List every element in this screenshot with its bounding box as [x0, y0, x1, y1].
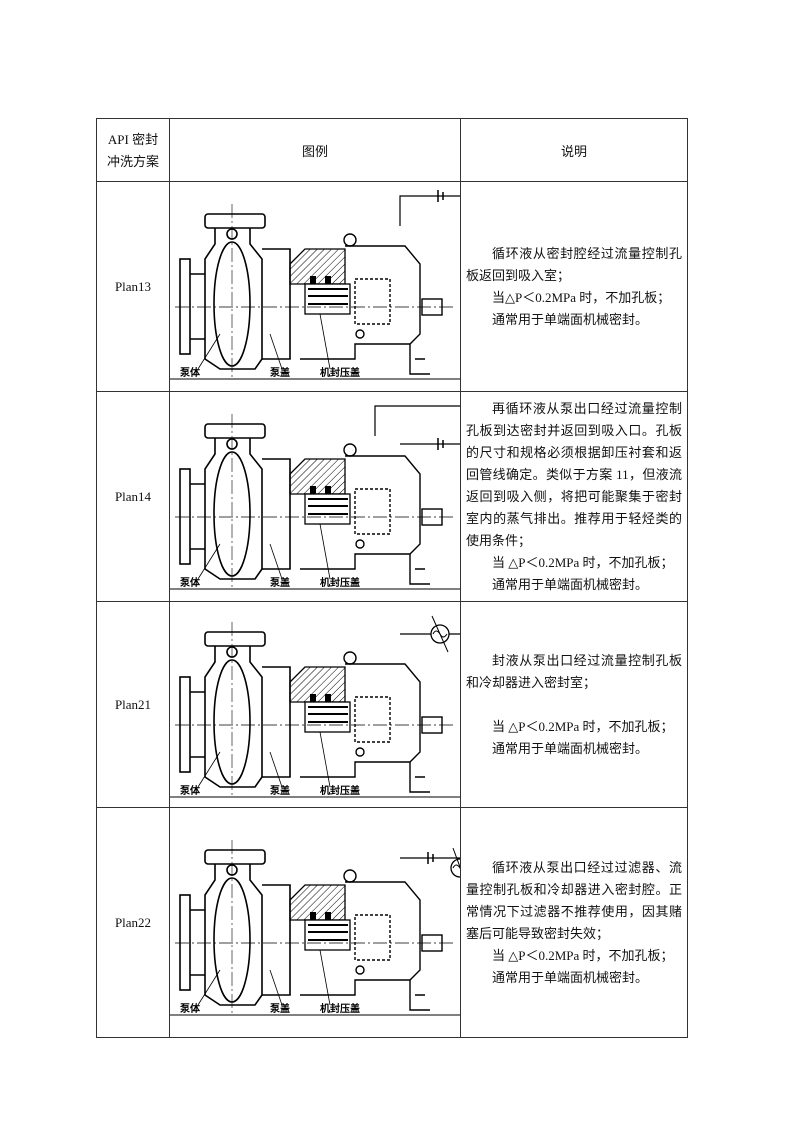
header-description: 说明 [460, 118, 688, 182]
description-line: 再循环液从泵出口经过流量控制孔板到达密封并返回到吸入口。孔板的尺寸和规格必须根据… [466, 400, 682, 548]
header-diagram: 图例 [169, 118, 461, 182]
description-line: 当 △P＜0.2MPa 时，不加孔板； [492, 718, 674, 734]
seal-chamber [289, 458, 351, 525]
orifice-icon [427, 852, 434, 864]
seal-chamber [289, 884, 351, 951]
cooler-icon [430, 615, 450, 653]
pump-diagram-cell: 泵体 泵盖 机封压盖 [169, 391, 461, 602]
pump-seal-diagram: 泵体 泵盖 机封压盖 [170, 840, 460, 1016]
pump-seal-diagram: 泵体 泵盖 机封压盖 [170, 615, 460, 798]
table-row: Plan21 泵体 泵盖 机封压盖 封液从泵出口经过流量控制孔板和冷却器进入密封室；… [96, 601, 688, 808]
label-pump-cover: 泵盖 [270, 784, 290, 797]
pump-diagram-cell: 泵体 泵盖 机封压盖 [169, 807, 461, 1038]
description-line: 当 △P＜0.2MPa 时，不加孔板； [492, 554, 674, 570]
seal-chamber [289, 248, 351, 315]
plan-name: Plan22 [96, 807, 170, 1038]
pump-cover [262, 884, 291, 996]
pump-diagram-cell: 泵体 泵盖 机封压盖 [169, 181, 461, 392]
label-pump-body: 泵体 [180, 576, 201, 589]
pump-casing [204, 213, 266, 370]
header-plan-line1: API 密封 [107, 132, 159, 147]
description-cell: 再循环液从泵出口经过流量控制孔板到达密封并返回到吸入口。孔板的尺寸和规格必须根据… [460, 391, 688, 602]
suction-flange [179, 468, 205, 565]
orifice-icon [437, 438, 444, 450]
label-seal-gland: 机封压盖 [320, 1002, 360, 1015]
header-plan: API 密封冲洗方案 [96, 118, 170, 182]
description-line: 循环液从泵出口经过过滤器、流量控制孔板和冷却器进入密封腔。正常情况下过滤器不推荐… [466, 859, 682, 941]
orifice-icon [437, 190, 444, 202]
description-line: 当 △P＜0.2MPa 时，不加孔板； [492, 947, 674, 963]
label-seal-gland: 机封压盖 [320, 784, 360, 797]
seal-chamber [289, 666, 351, 733]
label-seal-gland: 机封压盖 [320, 366, 360, 379]
bearing-frame [300, 233, 443, 375]
table-row: Plan13 泵体 泵盖 机封压盖 循环液从密封腔经过流量控制孔板返回到吸入室； 当△… [96, 181, 688, 392]
label-pump-body: 泵体 [180, 366, 201, 379]
description-line: 通常用于单端面机械密封。 [492, 740, 649, 756]
plan-name: Plan14 [96, 391, 170, 602]
description-line: 封液从泵出口经过流量控制孔板和冷却器进入密封室； [466, 652, 682, 690]
pump-diagram-cell: 泵体 泵盖 机封压盖 [169, 601, 461, 808]
description-line [466, 694, 682, 716]
table-header-row: API 密封冲洗方案 图例 说明 [96, 118, 688, 182]
pump-seal-diagram: 泵体 泵盖 机封压盖 [170, 405, 460, 590]
cooler-icon [450, 847, 460, 878]
description-line: 当△P＜0.2MPa 时，不加孔板； [492, 289, 671, 305]
table-row: Plan14 泵体 泵盖 机封压盖 再循环液从泵出口经过流量控制孔板到达密封并返回到… [96, 391, 688, 602]
description-cell: 循环液从泵出口经过过滤器、流量控制孔板和冷却器进入密封腔。正常情况下过滤器不推荐… [460, 807, 688, 1038]
pump-cover [262, 248, 291, 360]
label-pump-body: 泵体 [180, 1002, 201, 1015]
header-plan-line2: 冲洗方案 [106, 154, 159, 169]
pump-casing [204, 631, 266, 788]
description-line: 通常用于单端面机械密封。 [492, 969, 649, 985]
plan-name: Plan21 [96, 601, 170, 808]
api-seal-flush-plan-table: API 密封冲洗方案 图例 说明 Plan13 泵体泵盖机封压盖 循环液从密封腔… [96, 118, 688, 1038]
suction-flange [179, 894, 205, 991]
suction-flange [179, 676, 205, 773]
plan-name: Plan13 [96, 181, 170, 392]
pump-cover [262, 666, 291, 778]
label-pump-cover: 泵盖 [270, 1002, 290, 1015]
pump-casing [204, 423, 266, 580]
description-line: 通常用于单端面机械密封。 [492, 576, 649, 592]
pump-casing [204, 849, 266, 1006]
label-pump-body: 泵体 [180, 784, 201, 797]
pump-seal-diagram: 泵体 泵盖 机封压盖 [170, 190, 460, 380]
suction-flange [179, 258, 205, 355]
label-seal-gland: 机封压盖 [320, 576, 360, 589]
description-line: 循环液从密封腔经过流量控制孔板返回到吸入室； [466, 245, 682, 283]
label-pump-cover: 泵盖 [270, 366, 290, 379]
description-cell: 循环液从密封腔经过流量控制孔板返回到吸入室； 当△P＜0.2MPa 时，不加孔板；… [460, 181, 688, 392]
description-cell: 封液从泵出口经过流量控制孔板和冷却器进入密封室； 当 △P＜0.2MPa 时，不… [460, 601, 688, 808]
label-pump-cover: 泵盖 [270, 576, 290, 589]
table-row: Plan22 泵体 泵盖 机封压盖 循环液从泵出口经过过滤器、流量控制孔板和冷却器进… [96, 807, 688, 1038]
pump-cover [262, 458, 291, 570]
description-line: 通常用于单端面机械密封。 [492, 311, 649, 327]
